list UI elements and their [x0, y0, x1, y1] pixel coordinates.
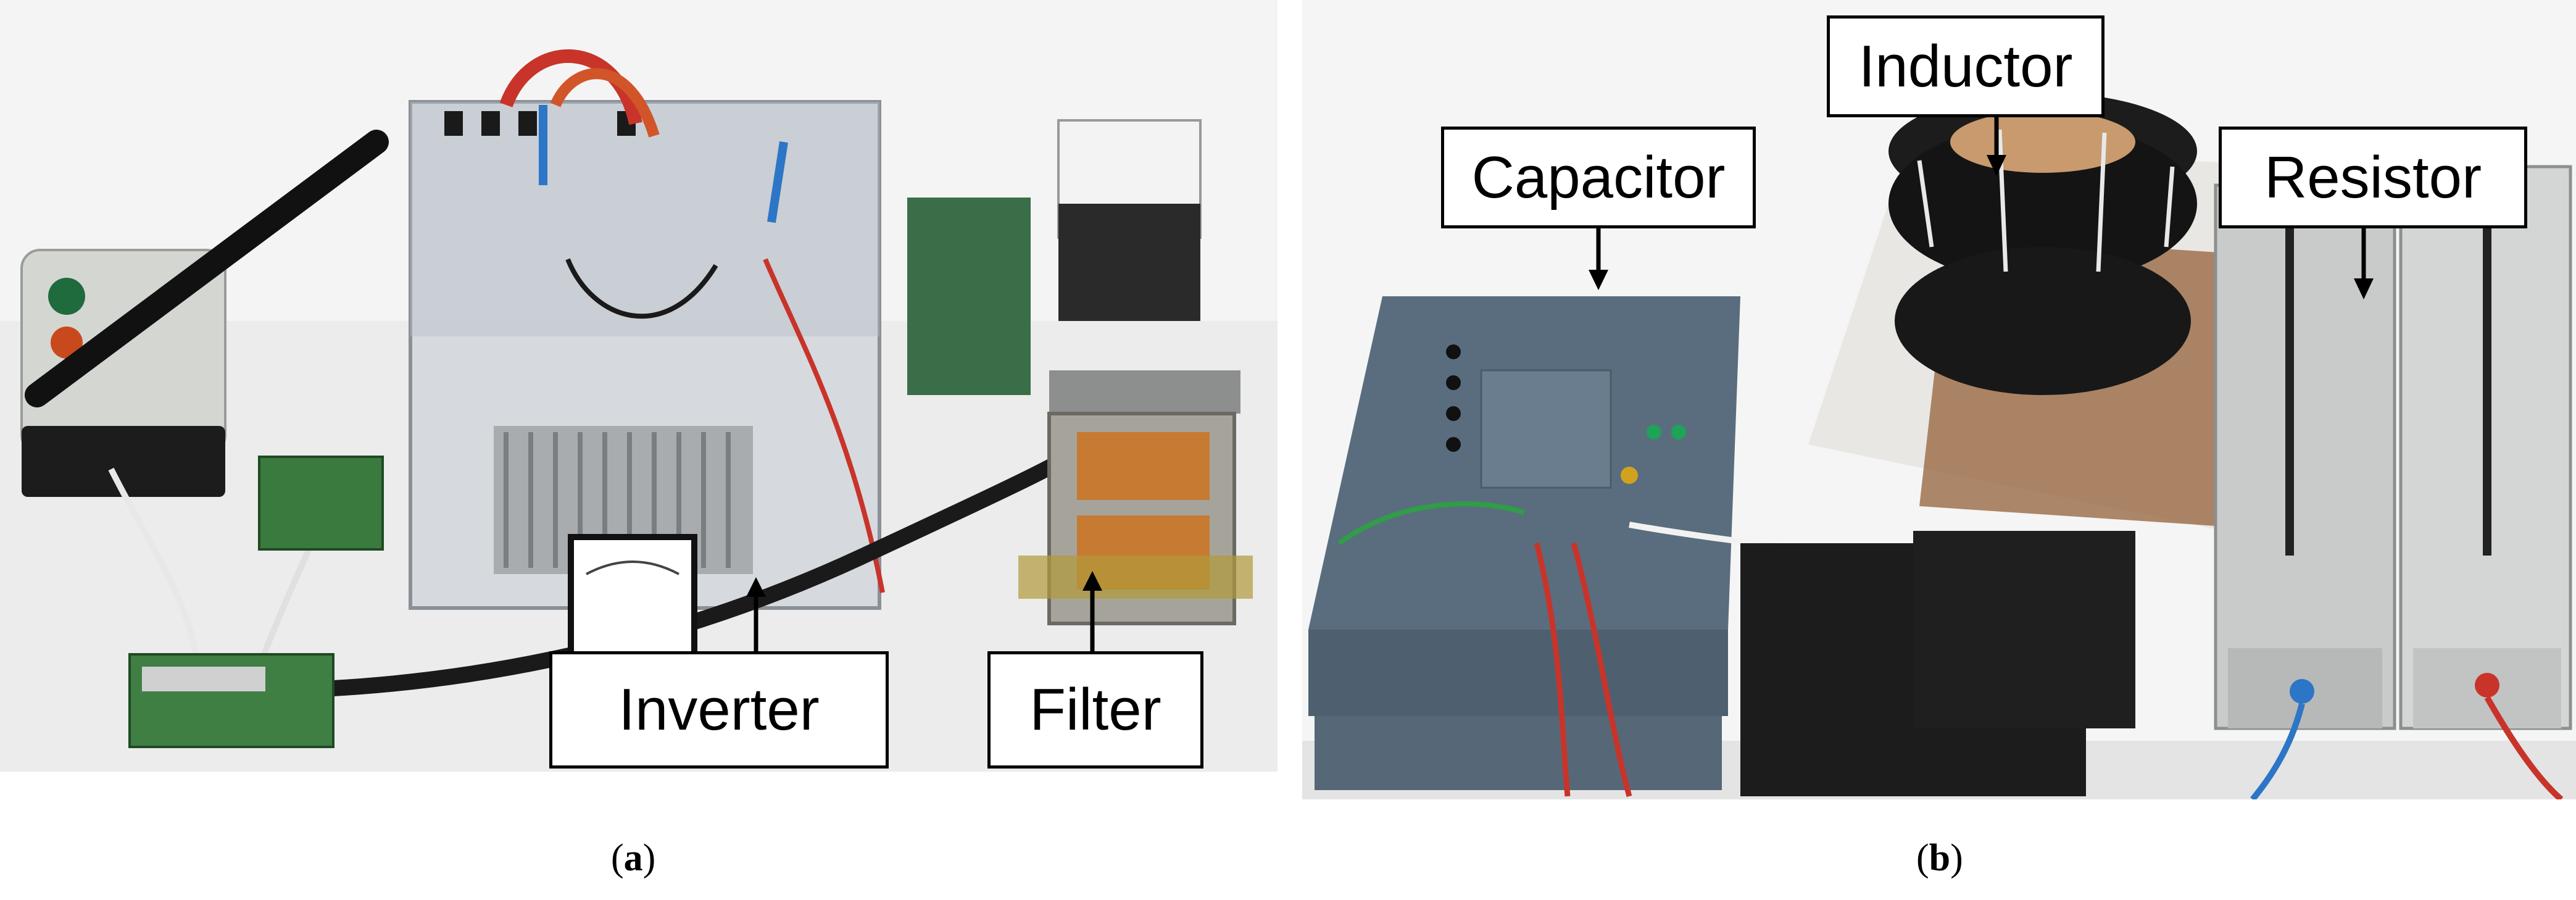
label-capacitor: Capacitor — [1441, 127, 1756, 228]
arrow-to-capacitor-icon — [1589, 225, 1608, 290]
caption-b: (b) — [1916, 836, 1963, 880]
arrow-to-inductor-icon — [1987, 114, 2006, 176]
caption-a-close: ) — [642, 837, 656, 879]
caption-a: (a) — [611, 836, 655, 880]
photo-inverter-setup — [0, 0, 1278, 772]
arrow-to-resistor-icon — [2354, 225, 2374, 299]
caption-a-letter: a — [623, 837, 643, 879]
arrow-to-filter-icon — [1082, 571, 1102, 651]
label-inverter: Inverter — [549, 651, 889, 769]
arrow-to-inverter-icon — [746, 577, 766, 651]
caption-b-open: ( — [1916, 837, 1929, 879]
label-inductor: Inductor — [1827, 15, 2104, 117]
caption-b-close: ) — [1950, 837, 1963, 879]
label-filter: Filter — [987, 651, 1203, 769]
inverter-setup-illustration — [0, 49, 1278, 772]
load-bank-illustration — [1302, 93, 2576, 799]
photo-load-bank — [1302, 0, 2576, 799]
caption-b-letter: b — [1929, 837, 1951, 879]
caption-a-open: ( — [611, 837, 624, 879]
label-resistor: Resistor — [2219, 127, 2527, 228]
